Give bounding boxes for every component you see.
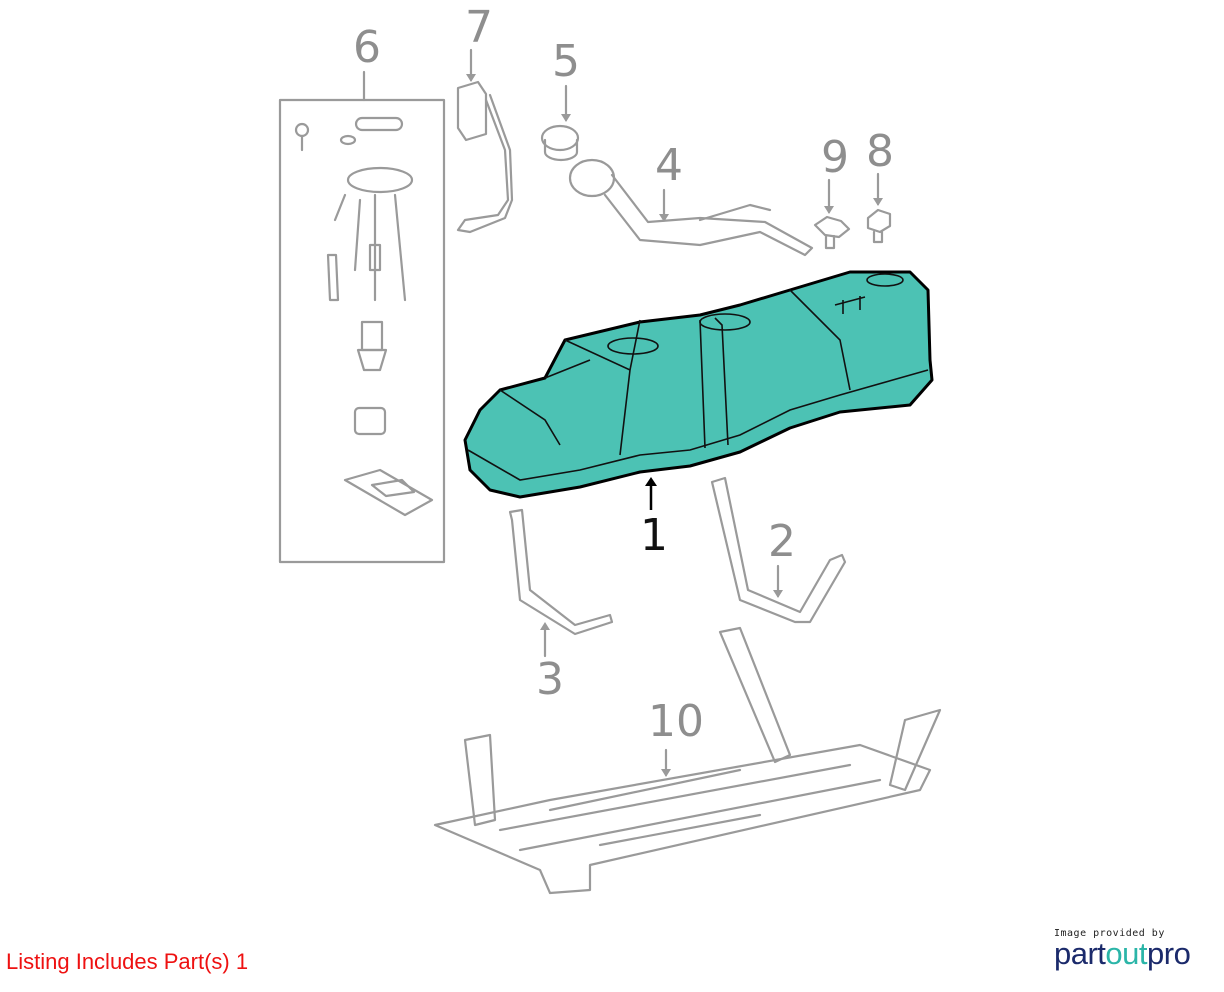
part-4-filler-neck[interactable] [568, 158, 814, 257]
part-6-kit-box[interactable] [278, 70, 446, 564]
callout-8: 8 [866, 126, 894, 177]
listing-includes-text: Listing Includes Part(s) 1 [6, 949, 249, 974]
partoutpro-logo: Image provided by partoutpro [1054, 928, 1204, 969]
part-8-valve[interactable] [866, 172, 892, 244]
part-10-skid-plate[interactable] [433, 626, 942, 895]
callout-5: 5 [552, 36, 580, 87]
callout-7: 7 [465, 2, 493, 53]
logo-caption: Image provided by [1054, 928, 1165, 939]
part-2-tank-strap[interactable] [710, 476, 847, 624]
part-7-fuel-sender[interactable] [456, 48, 514, 234]
callout-3: 3 [536, 654, 564, 705]
part-1-fuel-tank[interactable] [463, 270, 934, 510]
callout-10: 10 [648, 696, 704, 747]
part-3-tank-strap[interactable] [508, 508, 614, 658]
callout-4: 4 [655, 140, 683, 191]
callout-9: 9 [821, 132, 849, 183]
logo-out: out [1105, 936, 1148, 971]
callout-1: 1 [640, 510, 668, 561]
logo-part: part [1054, 936, 1106, 971]
logo-pro: pro [1147, 936, 1191, 971]
part-9-valve[interactable] [813, 178, 851, 250]
part-5-fuel-cap[interactable] [540, 84, 580, 162]
callout-6: 6 [353, 22, 381, 73]
callout-2: 2 [768, 516, 796, 567]
logo-wordmark: partoutpro [1054, 936, 1204, 971]
